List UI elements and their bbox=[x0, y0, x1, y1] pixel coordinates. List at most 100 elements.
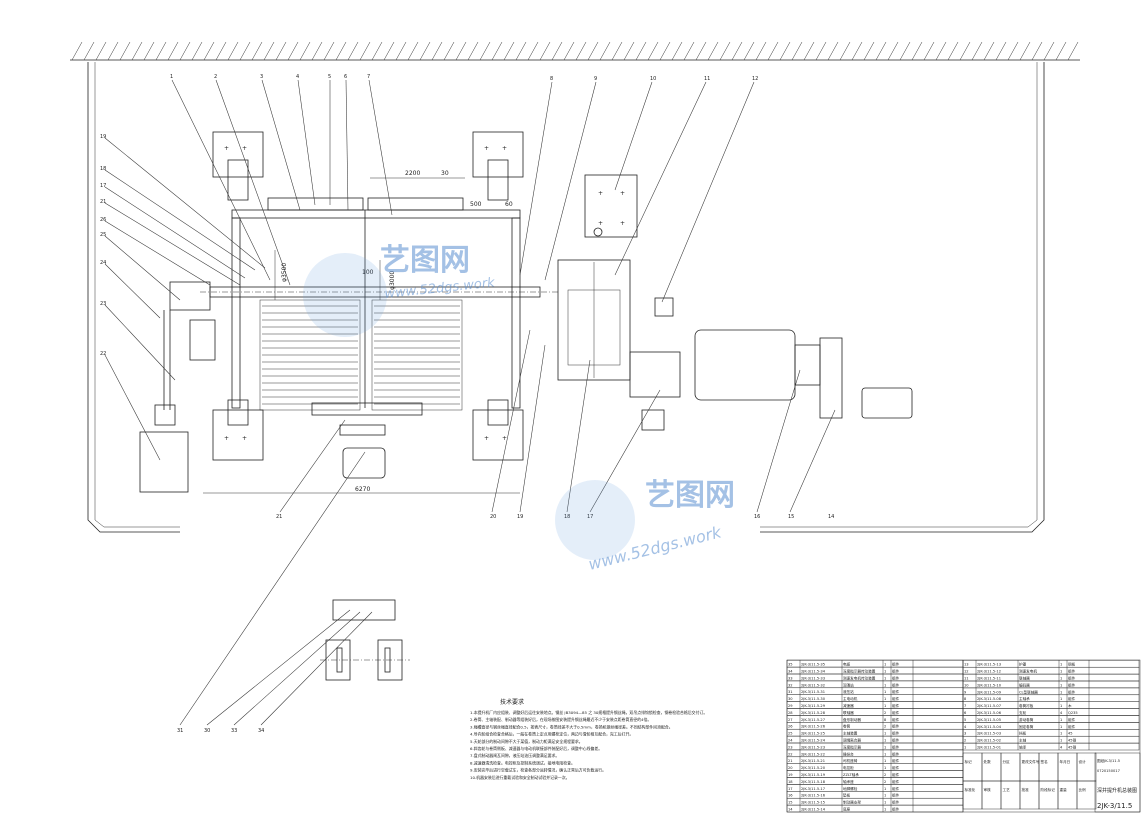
hatch-stroke bbox=[323, 41, 335, 61]
svg-text:+: + bbox=[598, 220, 603, 227]
bom-cell: 2JK-3/11.5-30 bbox=[801, 697, 826, 701]
hatch-stroke bbox=[95, 41, 107, 61]
bom-cell: 2JK-3/11.5-19 bbox=[801, 773, 826, 777]
bom-cell: 24 bbox=[788, 739, 793, 743]
hatch-stroke bbox=[479, 41, 491, 61]
hatch-stroke bbox=[983, 41, 995, 61]
bom-cell: 测速发电机 bbox=[1019, 669, 1037, 674]
svg-text:+: + bbox=[242, 435, 247, 442]
hatch-stroke bbox=[203, 41, 215, 61]
part-number: 19 bbox=[100, 134, 106, 140]
signoff-cell bbox=[1038, 752, 1059, 782]
bom-cell: 7 bbox=[964, 704, 966, 708]
part-number: 26 bbox=[100, 217, 106, 223]
hatch-stroke bbox=[623, 41, 635, 61]
hatch-stroke bbox=[767, 41, 779, 61]
coupling bbox=[629, 297, 681, 398]
note-line: 6.斜齿轮与卷筒侧板、减速器与电动机联接部件装配好后，调整中心线偏差。 bbox=[470, 746, 602, 751]
bom-cell: 1 bbox=[884, 732, 886, 736]
signoff-cell bbox=[1000, 780, 1021, 810]
cable-trench-right bbox=[760, 62, 1045, 533]
bom-cell: 组件 bbox=[892, 800, 900, 805]
bom-cell: 17 bbox=[788, 787, 793, 791]
signoff-label: 签名 bbox=[1041, 759, 1049, 764]
bom-cell: 28 bbox=[788, 711, 793, 715]
bom-cell: 垫板 bbox=[843, 793, 851, 798]
hatch-stroke bbox=[131, 41, 143, 61]
dim-flange-right: 30 bbox=[441, 170, 449, 177]
part-number: 19 bbox=[517, 514, 523, 520]
watermark-url: www.52dgs.work bbox=[384, 275, 496, 302]
dim-drum-dia-right: φ3000 bbox=[389, 271, 396, 290]
signoff-label: 批准 bbox=[1022, 787, 1030, 792]
signoff-label: 比例 bbox=[1079, 787, 1087, 792]
bom-cell: 1 bbox=[1060, 732, 1062, 736]
bom-cell: 钢板 bbox=[1068, 662, 1076, 667]
part-number: 24 bbox=[100, 260, 106, 266]
bom-cell: 2JK-3/11.5-12 bbox=[977, 670, 1001, 674]
part-number: 12 bbox=[752, 76, 758, 82]
part-number: 34 bbox=[258, 728, 264, 734]
ceiling-hatch bbox=[70, 41, 1080, 61]
hatch-stroke bbox=[551, 41, 563, 61]
bom-cell: 1 bbox=[884, 745, 886, 749]
hatch-stroke bbox=[491, 41, 503, 61]
signoff-label: 工艺 bbox=[1003, 787, 1011, 792]
bearing-pedestal-bottom-right: ++ bbox=[472, 399, 524, 461]
drawing-spec: 图纸JK-3/11.5 bbox=[1097, 758, 1120, 763]
bom-cell: 45 bbox=[1068, 732, 1073, 736]
drum-assembly bbox=[200, 197, 560, 411]
bom-cell: 2JK-3/11.5-09 bbox=[977, 690, 1002, 694]
bom-cell: 2JK-3/11.5-20 bbox=[801, 766, 826, 770]
hatch-stroke bbox=[971, 41, 983, 61]
bom-cell: 游动卷筒 bbox=[1019, 717, 1034, 722]
part-number: 5 bbox=[328, 74, 331, 80]
signoff-cell bbox=[981, 780, 1002, 810]
hatch-stroke bbox=[647, 41, 659, 61]
hatch-stroke bbox=[215, 41, 227, 61]
svg-text:+: + bbox=[242, 145, 247, 152]
bom-cell: 1 bbox=[884, 759, 886, 763]
bom-cell: 11 bbox=[964, 677, 969, 681]
bom-cell: 2JK-3/11.5-29 bbox=[801, 704, 826, 708]
part-number: 8 bbox=[550, 76, 553, 82]
bom-cell: 2JK-3/11.5-08 bbox=[977, 697, 1002, 701]
bom-cell: 4 bbox=[964, 725, 967, 729]
bom-cell: 1 bbox=[1060, 718, 1062, 722]
signoff-label: 标记 bbox=[965, 759, 973, 764]
bom-cell: 组件 bbox=[892, 696, 900, 701]
hatch-stroke bbox=[227, 41, 239, 61]
watermark-globe-icon bbox=[555, 480, 635, 560]
bom-cell: 2 bbox=[884, 725, 886, 729]
bom-cell: 1 bbox=[1060, 704, 1062, 708]
part-number: 17 bbox=[587, 514, 593, 520]
detail-view bbox=[320, 599, 410, 681]
operator-console bbox=[311, 402, 423, 479]
bom-cell: 2JK-3/11.5-33 bbox=[801, 676, 825, 680]
bom-cell: 13 bbox=[964, 663, 969, 667]
hatch-stroke bbox=[887, 41, 899, 61]
hatch-stroke bbox=[287, 41, 299, 61]
bom-cell: 组件 bbox=[1068, 676, 1076, 681]
part-number: 4 bbox=[296, 74, 299, 80]
bom-cell: 卷筒衬板 bbox=[1019, 703, 1034, 708]
bom-cell: 32 bbox=[788, 683, 793, 687]
hatch-stroke bbox=[347, 41, 359, 61]
signoff-cell bbox=[1019, 752, 1040, 782]
notes-heading: 技术要求 bbox=[500, 698, 524, 706]
dim-width: 100 bbox=[362, 269, 374, 276]
hatch-stroke bbox=[707, 41, 719, 61]
hatch-stroke bbox=[683, 41, 695, 61]
signoff-label: 重量 bbox=[1060, 787, 1068, 792]
note-line: 3.绳槽直径与钢丝绳直径配合0.5，按表尺寸，卷筒径差不大于0.5mm，卷扬机钢… bbox=[470, 724, 673, 729]
bom-cell: 2JK-3/11.5-22 bbox=[801, 752, 825, 756]
bom-cell: 1 bbox=[884, 766, 886, 770]
hatch-stroke bbox=[467, 41, 479, 61]
signoff-cell bbox=[1038, 780, 1059, 810]
bom-cell: 地脚螺栓 bbox=[843, 786, 858, 791]
hatch-stroke bbox=[179, 41, 191, 61]
bom-cell: 3 bbox=[964, 732, 966, 736]
bom-cell: 4 bbox=[1060, 711, 1063, 715]
bom-cell: 1 bbox=[884, 704, 886, 708]
